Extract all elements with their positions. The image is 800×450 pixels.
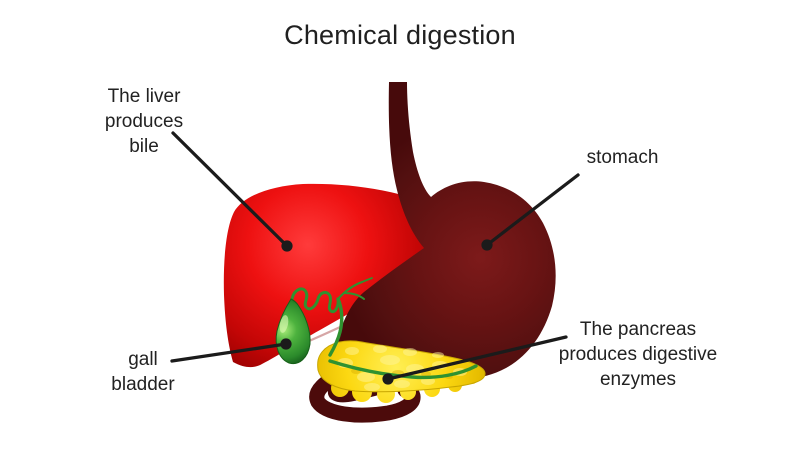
pancreas-lump-highlight [357,372,375,382]
pancreas-lump-highlight [403,348,417,356]
liver-shape [223,183,433,368]
hepatic-duct-branch [361,277,373,283]
pancreatic-duct [328,359,478,380]
label-pancreas: The pancreas produces digestive enzymes [558,319,718,390]
pancreas-lump-highlight [364,383,380,391]
leader-line-stomach [485,173,580,247]
pancreas-lump-highlight [394,380,410,388]
leader-dots [280,239,493,385]
leader-dot-stomach [481,239,493,251]
common-bile-duct [328,297,344,357]
leader-dot-liver [281,240,293,252]
leader-dot-gall-bladder [280,338,292,350]
bile-duct-group [290,277,373,357]
hepatic-duct-branch [343,292,365,300]
stomach-shape [327,82,556,403]
gall-bladder-highlight [279,315,289,333]
leader-line-pancreas [386,335,568,381]
label-liver: The liver produces bile [104,86,184,157]
pancreas-lump-highlight [432,352,444,358]
hepatic-duct-branch [336,280,364,301]
cystic-duct [290,287,340,314]
leader-line-gall-bladder [170,342,288,363]
page-title: Chemical digestion [284,20,516,50]
leader-dot-pancreas [382,373,394,385]
label-stomach: stomach [586,147,659,168]
pancreas-lump-highlight [373,345,387,353]
pancreas-lump-highlight [345,347,359,355]
leader-lines [170,131,580,381]
pancreas-lump-shadow [421,371,431,377]
label-gall-bladder: gall bladder [111,349,175,395]
leader-line-liver [171,131,289,248]
pancreas-lump-highlight [380,355,400,365]
pancreas-group [317,340,486,403]
